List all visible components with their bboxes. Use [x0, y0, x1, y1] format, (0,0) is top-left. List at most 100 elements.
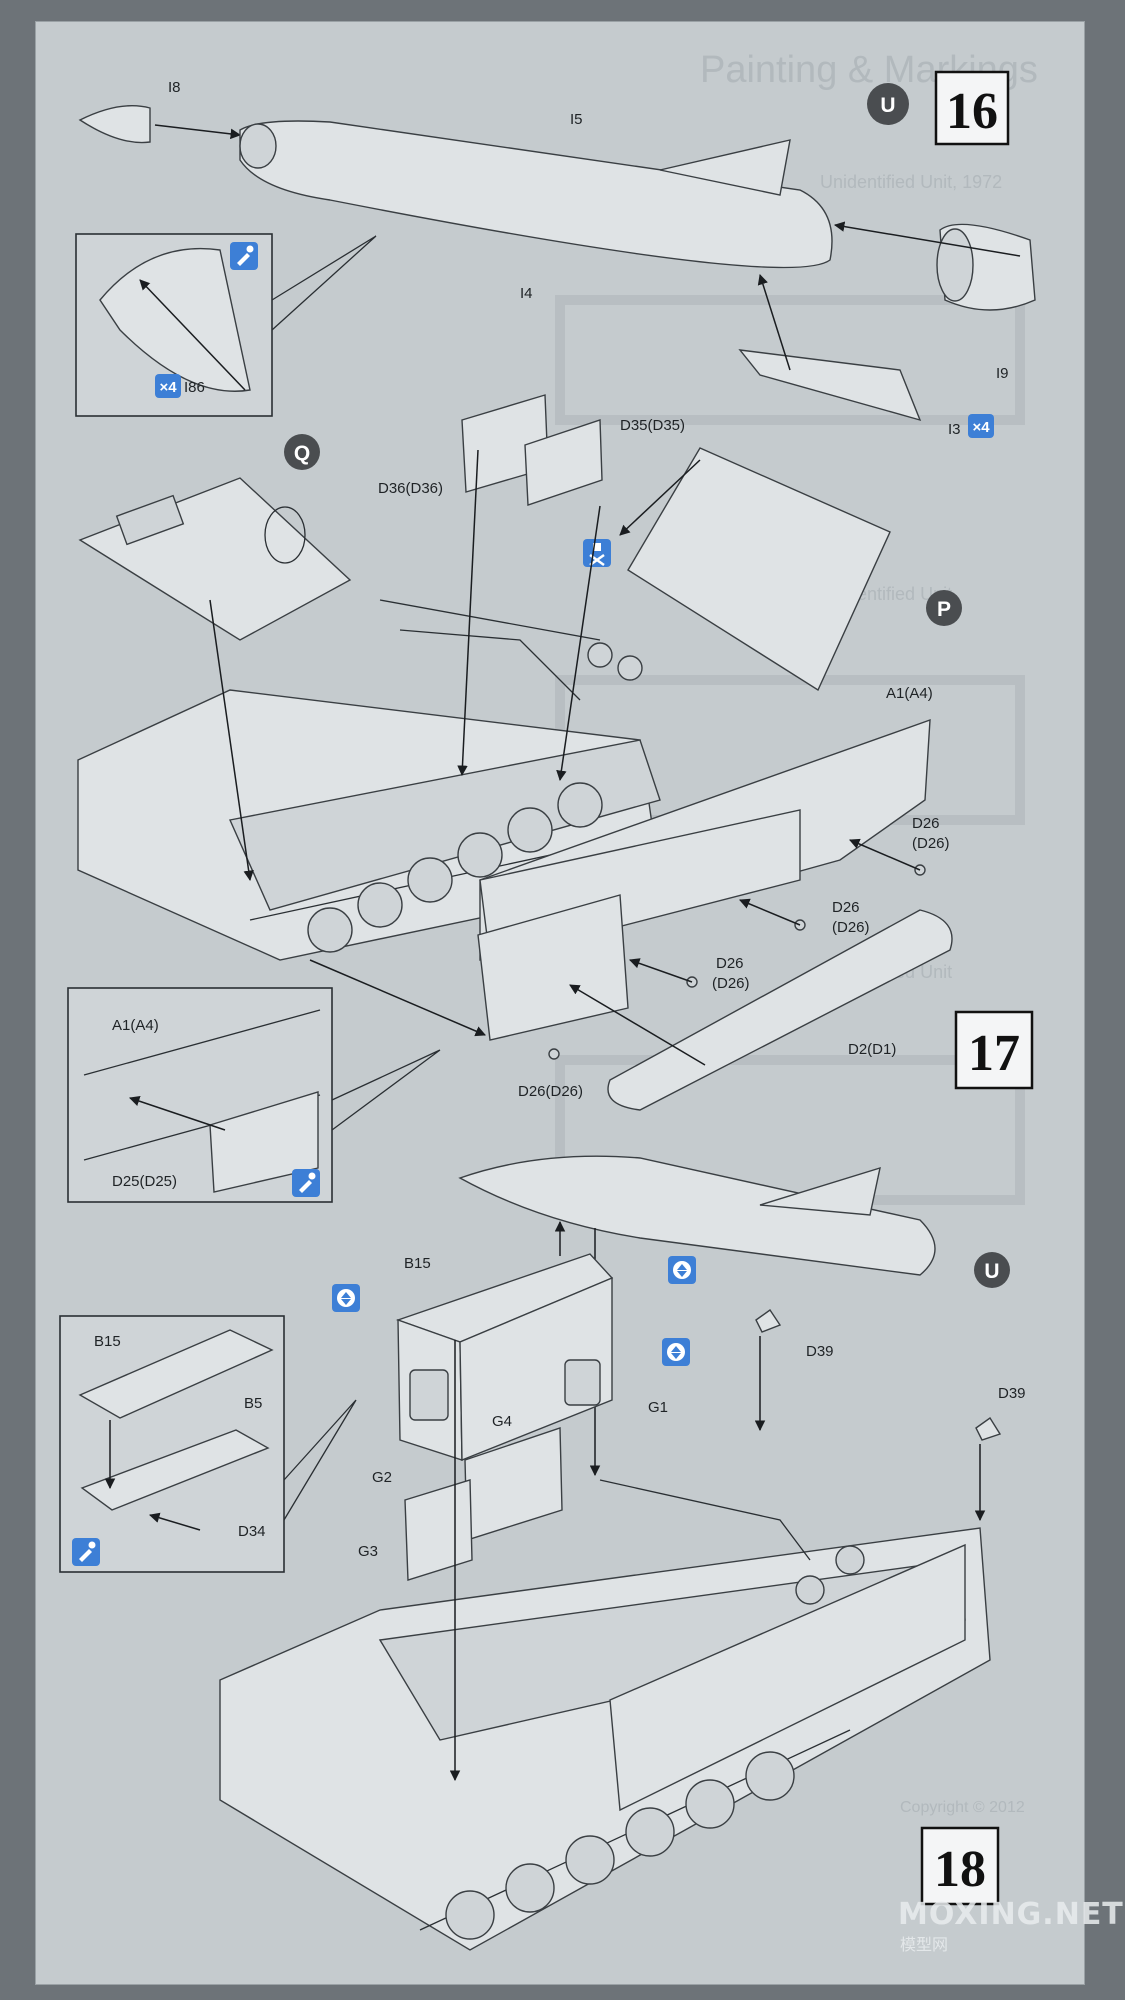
label-d26-c: D26	[716, 955, 744, 972]
badge-q-label: Q	[294, 442, 310, 465]
arrow-nozzle	[833, 221, 1021, 257]
inset-b5-frame	[80, 1429, 270, 1511]
missile-assembled-fin	[759, 1166, 881, 1216]
label-d26-a2: (D26)	[912, 835, 950, 852]
label-g1: G1	[648, 1399, 668, 1416]
flip-icon	[668, 1256, 696, 1284]
label-d39-b: D39	[998, 1385, 1026, 1402]
flip-icon	[332, 1284, 360, 1312]
watermark-main: MOXING.NET	[898, 1897, 1124, 1932]
panel-d35-part	[524, 419, 603, 506]
part-d39-b	[975, 1416, 1002, 1441]
label-d26-d: D26(D26)	[518, 1083, 583, 1100]
cabin-window-left	[409, 1369, 449, 1421]
missile-nozzle-opening	[936, 228, 974, 302]
qty-i86-text: ×4	[159, 379, 177, 396]
watermark-sub: 模型网	[900, 1935, 948, 1954]
cabin-front-g1	[459, 1276, 613, 1462]
label-g3: G3	[358, 1543, 378, 1560]
glue-icon	[72, 1538, 100, 1566]
cabin-panel-g3	[404, 1479, 473, 1581]
label-i86: I86	[184, 379, 205, 396]
label-g4: G4	[492, 1413, 512, 1430]
flip-icon	[662, 1338, 690, 1366]
label-g2: G2	[372, 1469, 392, 1486]
missile-body-front-ring	[239, 123, 277, 169]
label-d26-c2: (D26)	[712, 975, 750, 992]
arrow-d35	[556, 505, 601, 782]
watermark: MOXING.NET 模型网	[898, 1897, 1124, 1954]
road-wheels-lower	[445, 1751, 795, 1940]
arrow-nose	[154, 124, 242, 140]
label-d2: D2(D1)	[848, 1041, 896, 1058]
badge-p	[926, 590, 962, 626]
label-b5: B5	[244, 1395, 262, 1412]
lower-side-plate	[609, 1543, 966, 1812]
rear-deck-hatch	[264, 506, 306, 564]
step-17-number: 17	[968, 1025, 1020, 1082]
rear-deck-part	[78, 477, 352, 641]
cabin-window-right	[564, 1359, 601, 1406]
rear-deck-grille	[115, 494, 185, 546]
label-i4: I4	[520, 285, 533, 302]
hull-interior	[229, 739, 661, 911]
inset-b15-roof	[78, 1329, 274, 1419]
arrow-fin	[757, 273, 791, 371]
label-d25: D25(D25)	[112, 1173, 177, 1190]
step-18: 18 U B15 G1 G2 G3 G4 D39 D39	[59, 1155, 1026, 1951]
launcher-frame-lower	[599, 1479, 811, 1561]
glue-icon	[230, 242, 258, 270]
missile-body-part	[239, 120, 833, 269]
label-i8: I8	[168, 79, 181, 96]
label-d26-b: D26	[832, 899, 860, 916]
qty-badge-i86: ×4	[155, 374, 181, 398]
arrow-side-plate	[309, 959, 486, 1037]
step-17: 17 A1(A4) D25(D25)	[67, 987, 1034, 1203]
launcher-frame	[379, 599, 601, 701]
qty-badge-i3: ×4	[968, 414, 994, 438]
badge-u-bottom-label: U	[984, 1260, 999, 1283]
side-plate-panel	[477, 894, 629, 1041]
launcher-wheel-a	[587, 642, 613, 668]
track-guard-d2-part	[607, 909, 953, 1111]
label-a1-main: A1(A4)	[886, 685, 933, 702]
missile-assembled-part	[458, 1155, 936, 1276]
road-wheels-upper	[307, 782, 603, 953]
label-i5: I5	[570, 111, 583, 128]
missile-lower-fin-part	[738, 349, 922, 422]
launcher-wheel-lower-b	[835, 1545, 865, 1575]
badge-u-bottom	[974, 1252, 1010, 1288]
bg-sub1: Unidentified Unit, 1972	[820, 172, 1002, 192]
missile-upper-fin-part	[659, 139, 791, 196]
pin-d26-d	[548, 1048, 560, 1060]
launcher-wheel-b	[617, 655, 643, 681]
step-18-number: 18	[934, 1841, 986, 1898]
label-i9: I9	[996, 365, 1009, 382]
arrow-d2	[569, 984, 706, 1066]
arrow-d34	[148, 1512, 201, 1531]
remove-icon	[581, 537, 613, 569]
glue-icon	[292, 1169, 320, 1197]
side-flap-part-p	[627, 447, 891, 692]
inset-i86-pointer	[271, 235, 377, 331]
label-i3: I3	[948, 421, 961, 438]
label-b15-main: B15	[404, 1255, 431, 1272]
arrow-d25	[129, 1096, 226, 1131]
label-d39-a: D39	[806, 1343, 834, 1360]
badge-p-label: P	[937, 598, 951, 621]
label-d34: D34	[238, 1523, 266, 1540]
badge-u-top-label: U	[880, 94, 895, 117]
label-a1-inset: A1(A4)	[112, 1017, 159, 1034]
label-d35: D35(D35)	[620, 417, 685, 434]
part-d25	[209, 1091, 319, 1193]
arrow-d36	[457, 449, 479, 777]
step-16-box	[934, 70, 1010, 146]
step-18-box	[920, 1826, 1000, 1906]
arrow-deck	[209, 599, 254, 882]
label-d26-b2: (D26)	[832, 919, 870, 936]
arrow-flap	[619, 459, 701, 536]
missile-nose-cone-part	[78, 105, 151, 144]
label-b15-inset: B15	[94, 1333, 121, 1350]
inset-d25-pointer	[331, 1049, 441, 1131]
